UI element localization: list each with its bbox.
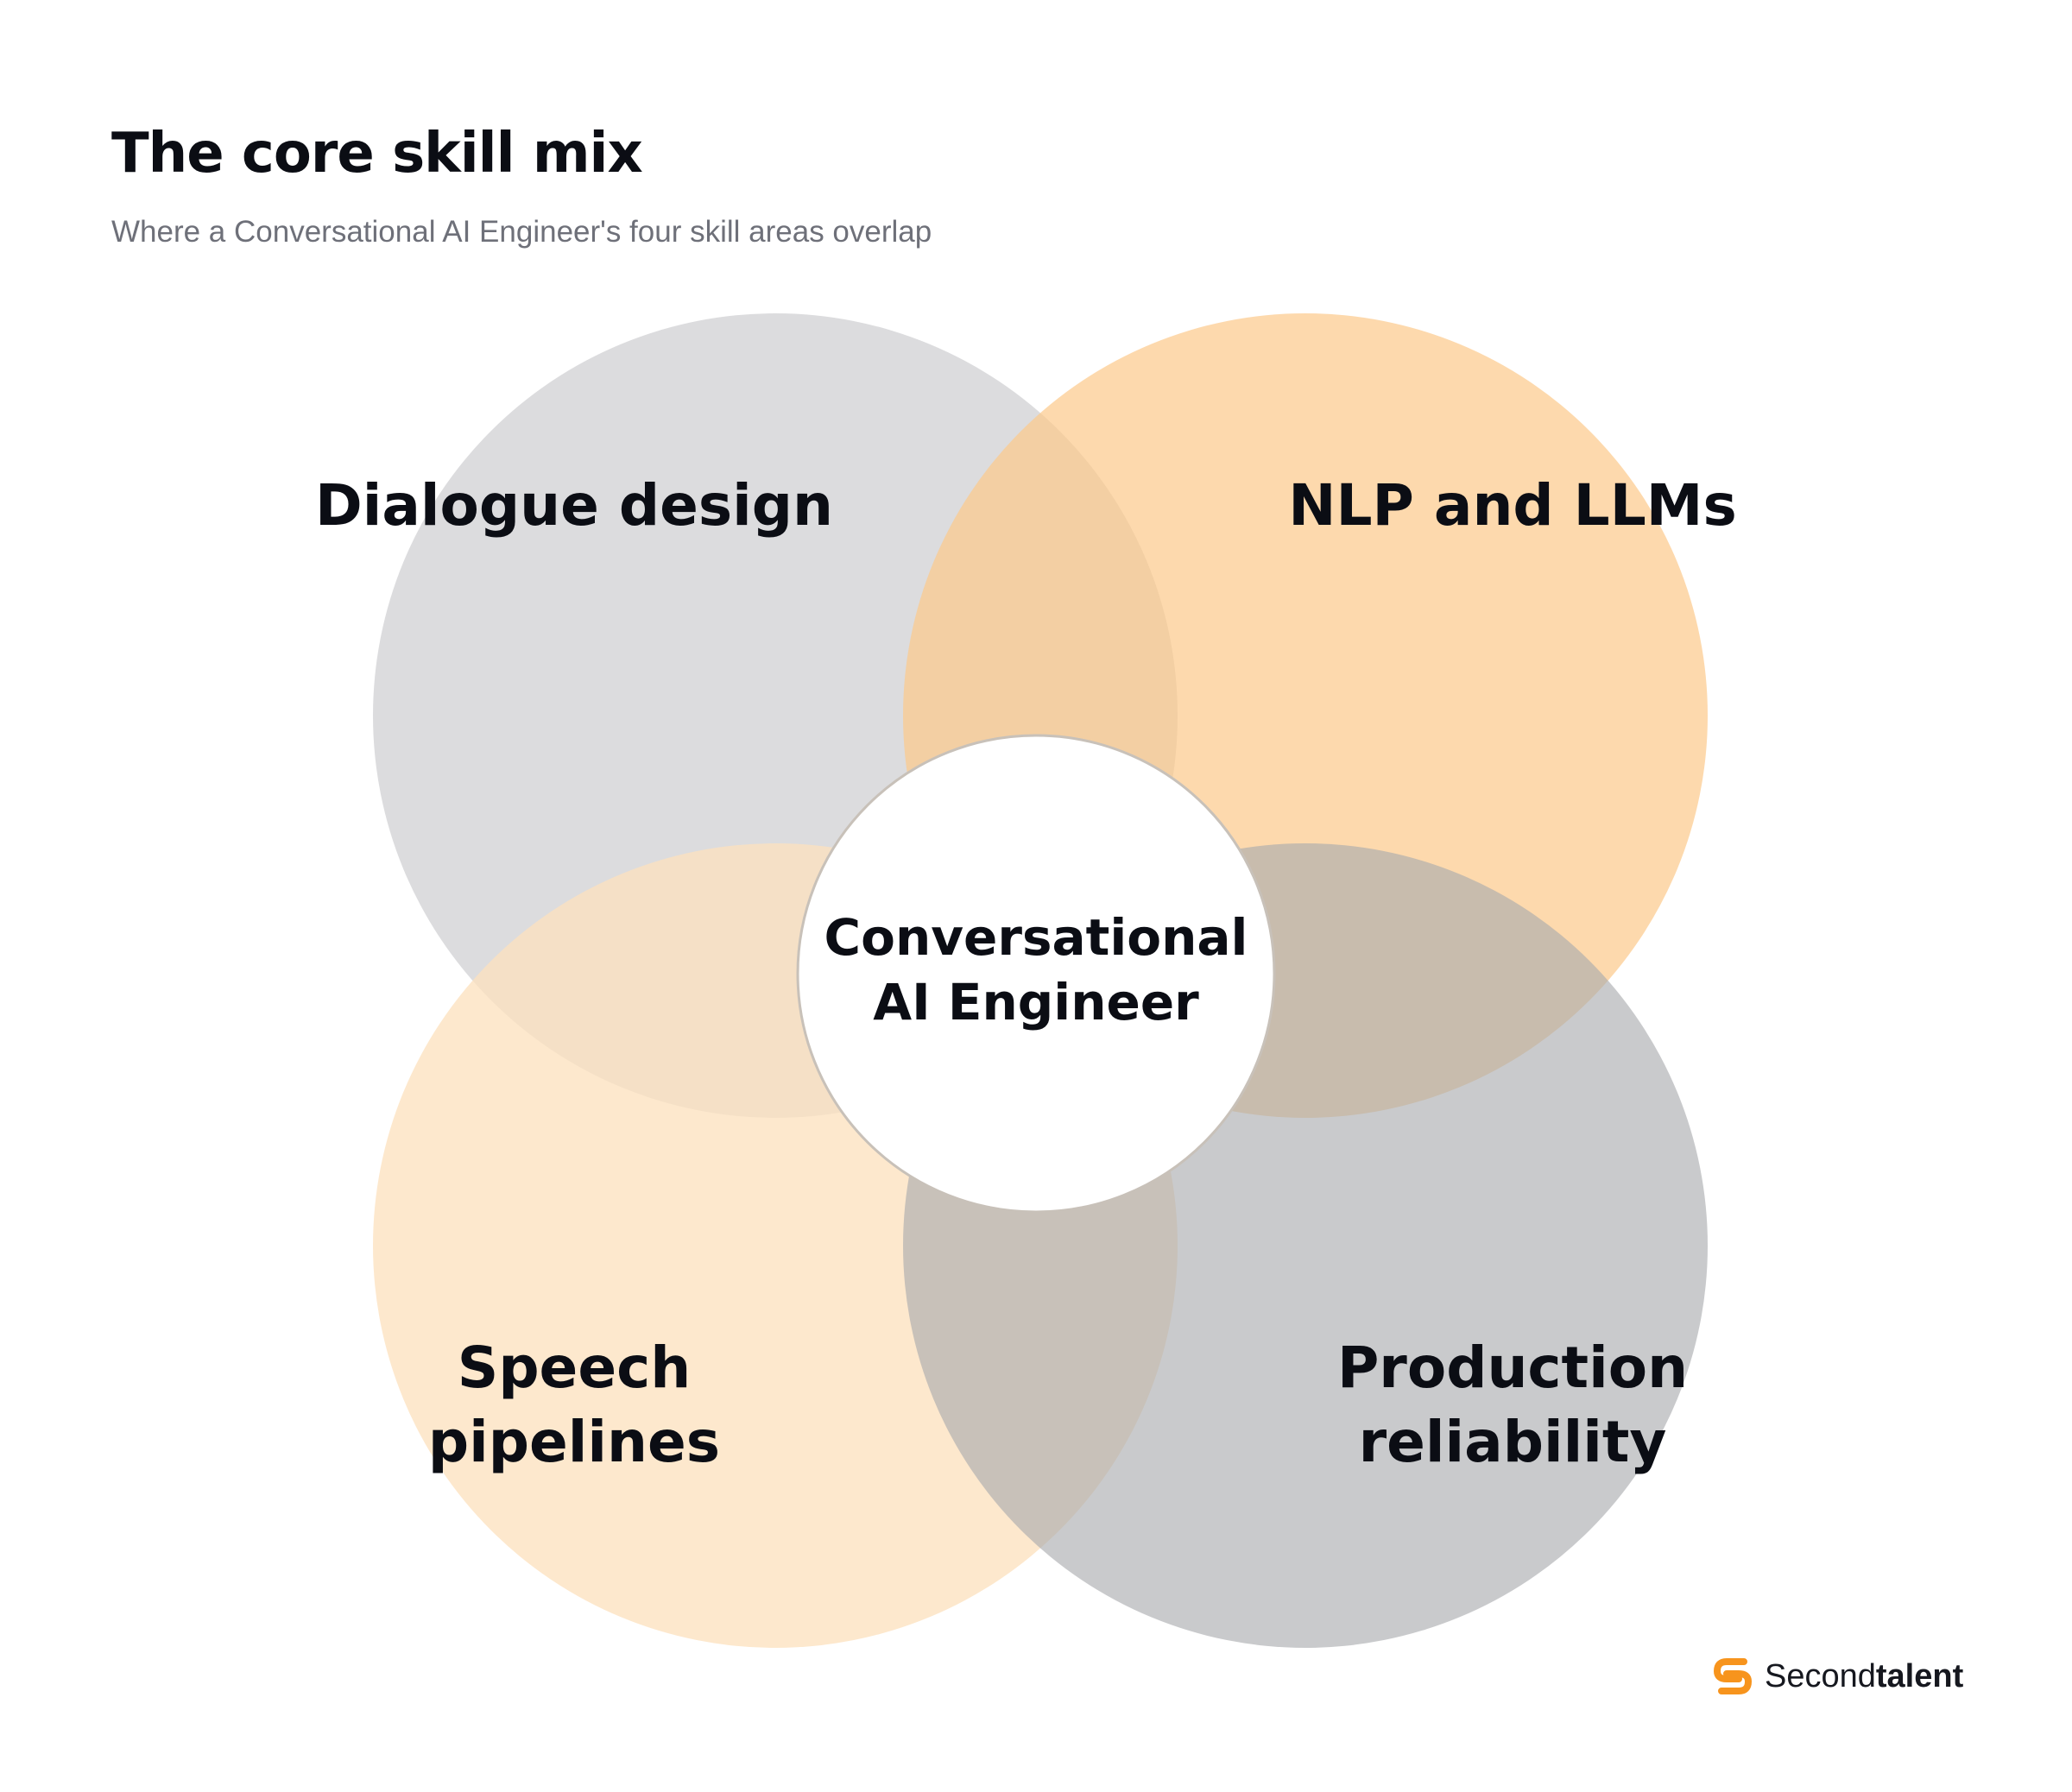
venn-label-nlp-line-1: NLP and LLMs [1288, 472, 1736, 539]
venn-label-speech-line-2: pipelines [428, 1409, 720, 1475]
venn-label-speech-line-1: Speech [458, 1335, 691, 1401]
center-label-line-1: Conversational [824, 908, 1248, 967]
center-circle [796, 734, 1276, 1214]
brand-regular: Second [1765, 1658, 1876, 1694]
secondtalent-logo: Secondtalent [1709, 1650, 1963, 1702]
secondtalent-wordmark: Secondtalent [1765, 1660, 1963, 1693]
venn-label-dialogue-line-1: Dialogue design [315, 472, 833, 539]
page-title: The core skill mix [111, 122, 643, 186]
brand-bold: talent [1875, 1658, 1964, 1694]
venn-label-production-line-1: Production [1337, 1335, 1688, 1401]
center-label-line-2: AI Engineer [873, 973, 1199, 1032]
page-subtitle: Where a Conversational AI Engineer's fou… [111, 215, 932, 249]
secondtalent-s-logo-icon [1714, 1658, 1752, 1694]
venn-label-production-line-2: reliability [1359, 1409, 1667, 1475]
